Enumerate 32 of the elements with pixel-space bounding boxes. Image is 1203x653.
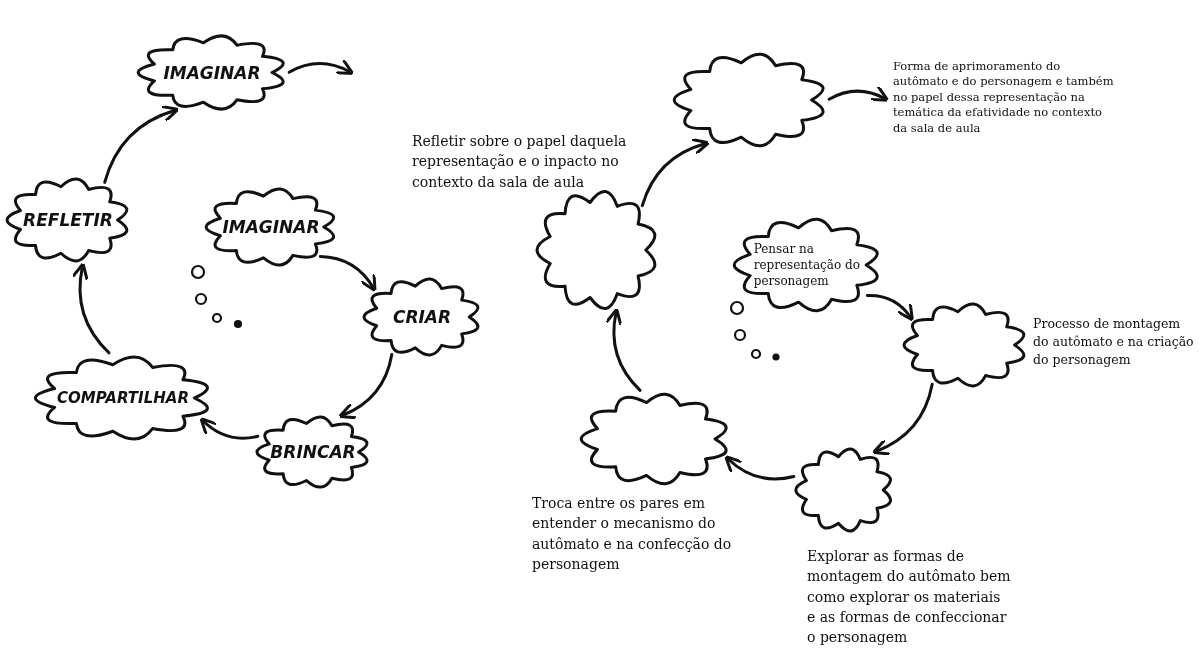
node-label: IMAGINAR [163,62,261,83]
arrow [865,294,914,322]
node-label: COMPARTILHAR [57,389,189,407]
cloud-shape [673,53,827,147]
arrow [103,105,180,184]
annotation-text: Forma de aprimoramento do autômato e do personagem e também no papel dessa representação na temática da efatividade no contexto da sala de aula [893,58,1115,137]
node-caption: Troca entre os pares em entender o mecanismo do autômato e na confecção do personagem [532,494,733,574]
arrow [871,382,934,456]
node-caption: Processo de montagem do autômato e na criação do personagem [1033,315,1195,370]
arrow [724,455,796,481]
cloud-shape [363,278,481,356]
node-label: Pensar na representação do personagem [753,240,861,290]
node-caption: Refletir sobre o papel daquela representação e o inpacto no contexto da sala de aula [412,132,628,192]
arrow [640,138,710,208]
arrow [318,254,377,293]
cloud-shape [733,218,881,312]
cloud-shape [34,356,212,440]
arrow [287,58,355,75]
node-label: IMAGINAR [222,217,320,237]
node-caption: Explorar as formas de montagem do autômato bem como explorar os materiais e as formas de confeccionar o personagem [807,547,1012,648]
cloud-shape [205,188,337,266]
arrow [605,307,642,392]
node-label: CRIAR [392,307,452,327]
node-label: BRINCAR [270,442,356,462]
arrow [338,352,394,419]
arrow [199,417,260,440]
arrow [71,262,111,355]
node-label: REFLETIR [23,210,113,230]
cloud-shape [137,35,287,110]
cloud-shape [256,416,370,488]
arrow [827,85,890,102]
cloud-shape [6,178,130,262]
